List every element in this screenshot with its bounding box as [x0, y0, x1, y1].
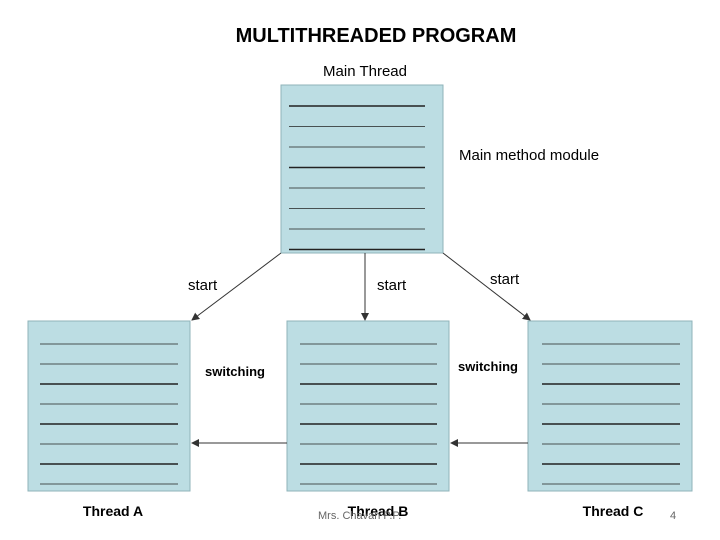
main-thread-label: Main Thread: [323, 63, 407, 80]
main-thread-box: [280, 84, 444, 254]
start-arrow-right: [442, 252, 531, 321]
thread-b-label: Thread B: [348, 503, 409, 519]
footer-page-number: 4: [670, 510, 676, 522]
thread-c-code-lines: [542, 343, 680, 485]
main-thread-code-lines: [289, 105, 425, 251]
thread-a-box: [27, 320, 191, 492]
switching-label-right: switching: [458, 359, 518, 374]
start-label-middle: start: [377, 277, 407, 294]
footer-author: Mrs. Chavan P.P.: [318, 510, 401, 522]
thread-c-label: Thread C: [583, 503, 644, 519]
thread-c-box: [527, 320, 693, 492]
thread-b-box: [286, 320, 450, 492]
start-label-left: start: [188, 277, 218, 294]
start-label-right: start: [490, 271, 520, 288]
main-method-module-label: Main method module: [459, 147, 599, 164]
switching-label-left: switching: [205, 364, 265, 379]
start-arrow-left: [191, 252, 282, 321]
diagram-title: MULTITHREADED PROGRAM: [236, 25, 517, 47]
thread-a-label: Thread A: [83, 503, 143, 519]
thread-b-code-lines: [300, 343, 437, 485]
thread-a-code-lines: [40, 343, 178, 485]
